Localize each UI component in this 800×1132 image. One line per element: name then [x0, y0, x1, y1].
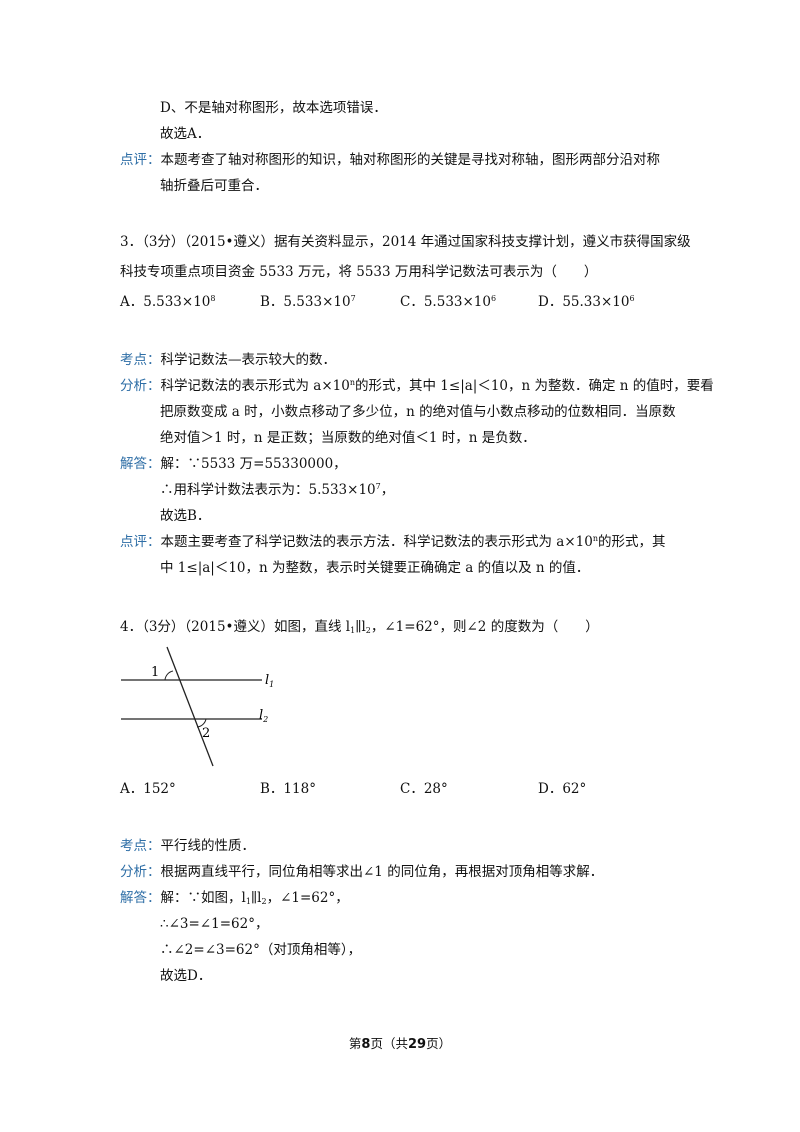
- q3-option-a: A．5.533×108: [120, 294, 216, 310]
- q3-stem-line2: 科技专项重点项目资金 5533 万元，将 5533 万用科学记数法可表示为（ ）: [120, 264, 598, 280]
- q3-fenxi-line3: 绝对值＞1 时，n 是正数；当原数的绝对值＜1 时，n 是负数．: [160, 430, 536, 446]
- q3-option-c: C．5.533×106: [400, 294, 497, 310]
- q3-fenxi-label: 分析：: [120, 378, 161, 394]
- q4-kaodian-label: 考点：: [120, 838, 161, 854]
- comment-section: 点评：本题考查了轴对称图形的知识，轴对称图形的关键是寻找对称轴，图形两部分沿对称: [120, 150, 660, 170]
- q3-dianping: 点评：本题主要考查了科学记数法的表示方法．科学记数法的表示形式为 a×10n的形…: [120, 534, 666, 550]
- angle-2-arc: [196, 718, 207, 728]
- q4-option-b: B．118°: [260, 781, 316, 797]
- q3-dianping-line2: 中 1≤|a|＜10，n 为整数，表示时关键要正确确定 a 的值以及 n 的值．: [160, 560, 590, 576]
- q4-jieda-line3: ∴∠2=∠3=62°（对顶角相等），: [160, 942, 362, 958]
- comment-text-cont: 轴折叠后可重合．: [160, 178, 268, 194]
- q4-fenxi-label: 分析：: [120, 864, 161, 880]
- q3-option-b: B．5.533×107: [260, 294, 356, 310]
- q4-stem: 4．（3分）（2015•遵义）如图，直线 l1∥l2，∠1=62°，则∠2 的度…: [120, 619, 599, 635]
- q4-jieda-label: 解答：: [120, 890, 161, 906]
- angle-1-arc: [164, 670, 174, 681]
- page-total: 29: [407, 1037, 427, 1052]
- q4-jieda-line4: 故选D．: [160, 968, 212, 984]
- q4-option-d: D．62°: [538, 781, 587, 797]
- q3-jieda-line2: ∴用科学计数法表示为：5.533×107，: [160, 482, 395, 498]
- angle-1-label: 1: [151, 665, 159, 680]
- q4-jieda-line2: ∴∠3=∠1=62°，: [160, 916, 269, 932]
- q3-dianping-label: 点评：: [120, 534, 161, 550]
- q3-option-d: D．55.33×106: [538, 294, 635, 310]
- q3-fenxi: 分析：科学记数法的表示形式为 a×10n的形式，其中 1≤|a|＜10，n 为整…: [120, 378, 714, 394]
- line-l2-label: l2: [259, 708, 268, 724]
- page-number: 8: [361, 1037, 371, 1052]
- comment-text: 本题考查了轴对称图形的知识，轴对称图形的关键是寻找对称轴，图形两部分沿对称: [160, 152, 661, 168]
- comment-label: 点评：: [120, 152, 161, 168]
- q4-option-c: C．28°: [400, 781, 448, 797]
- q3-fenxi-line2: 把原数变成 a 时，小数点移动了多少位，n 的绝对值与小数点移动的位数相同．当原…: [160, 404, 676, 420]
- q3-kaodian-label: 考点：: [120, 352, 161, 368]
- q3-jieda-line3: 故选B．: [160, 508, 211, 524]
- q3-jieda-label: 解答：: [120, 456, 161, 472]
- answer-choice: 故选A．: [160, 126, 211, 142]
- transversal-line: [166, 646, 214, 767]
- q4-option-a: A．152°: [120, 781, 176, 797]
- option-d-explanation: D、不是轴对称图形，故本选项错误．: [160, 100, 387, 116]
- q4-jieda: 解答：解：∵如图，l1∥l2，∠1=62°，: [120, 890, 349, 906]
- line-l1-label: l1: [265, 673, 274, 689]
- q4-fenxi: 分析：根据两直线平行，同位角相等求出∠1 的同位角，再根据对顶角相等求解．: [120, 864, 604, 880]
- q3-kaodian: 考点：科学记数法—表示较大的数．: [120, 352, 336, 368]
- q3-jieda: 解答：解：∵5533 万=55330000，: [120, 456, 347, 472]
- page-footer: 第8页（共29页）: [348, 1036, 452, 1052]
- angle-2-label: 2: [202, 726, 210, 741]
- q4-kaodian: 考点：平行线的性质．: [120, 838, 255, 854]
- parallel-lines-figure: 1 2 l1 l2: [121, 646, 274, 767]
- q3-stem-line1: 3．（3分）（2015•遵义）据有关资料显示，2014 年通过国家科技支撑计划，…: [120, 234, 691, 250]
